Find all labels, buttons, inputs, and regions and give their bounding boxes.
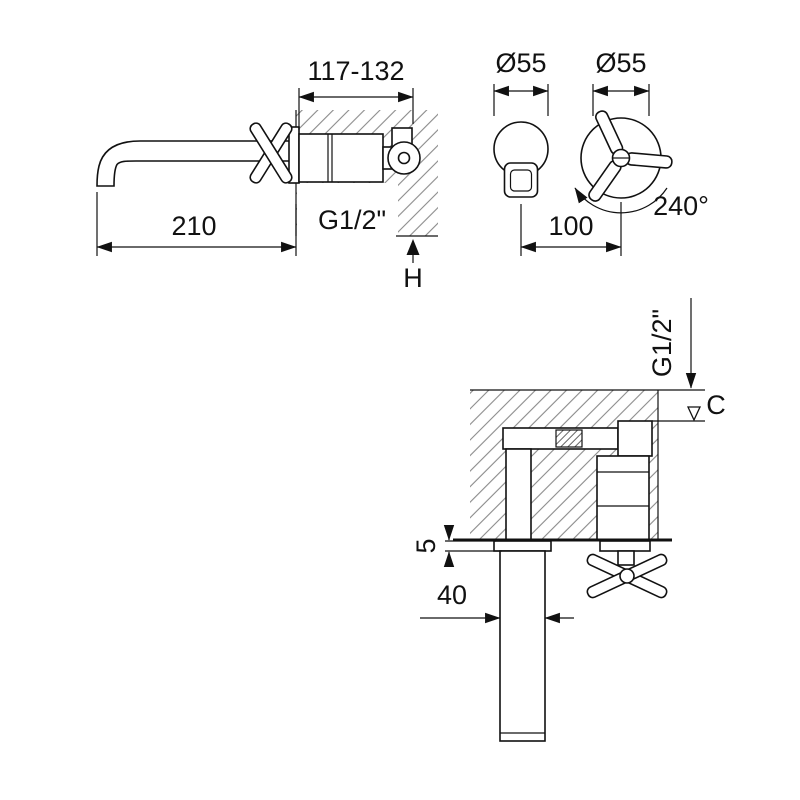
handle-stem-plan — [617, 550, 635, 566]
spout-tip-front — [503, 162, 539, 198]
dim-depth-ref: C — [652, 390, 726, 422]
dim-dia-handle: Ø55 — [592, 48, 650, 116]
front-view: Ø55 Ø55 100 240° — [493, 48, 709, 256]
mixer-body-side — [298, 133, 384, 183]
side-view: 117-132 210 G1/2" H — [96, 56, 438, 293]
dim-spout-reach-label: 210 — [171, 211, 216, 241]
dim-thread-plan: G1/2" — [647, 298, 705, 391]
spout-escutcheon — [493, 540, 552, 552]
cartridge-plan — [596, 455, 650, 541]
rotation-arc — [574, 187, 668, 214]
spout-front — [493, 121, 549, 198]
hatch-clearance — [297, 183, 398, 236]
bar-section-detail — [555, 429, 583, 448]
dim-plate-label: 5 — [411, 538, 441, 553]
dim-body-depth-label: 117-132 — [307, 56, 404, 86]
valve-detail — [397, 151, 411, 165]
spout-channel-plan — [505, 448, 532, 541]
handle-escutcheon — [599, 540, 651, 552]
handle-rotation: 240° — [574, 187, 709, 221]
dim-spout-reach: 210 — [96, 192, 297, 256]
dim-dia-spout: Ø55 — [493, 48, 549, 116]
cross-handle-side — [249, 122, 293, 184]
open-arrow-icon — [686, 406, 702, 422]
dim-tube-width: 40 — [420, 580, 574, 624]
dim-centers: 100 — [520, 202, 622, 256]
dim-plate-thickness: 5 — [411, 525, 502, 567]
depth-ref-label: C — [706, 390, 726, 420]
dim-body-depth: 117-132 — [298, 56, 414, 130]
plan-view: G1/2" C 5 40 — [411, 298, 726, 742]
dim-centers-label: 100 — [548, 211, 593, 241]
dim-tube-width-label: 40 — [437, 580, 467, 610]
dim-dia-spout-label: Ø55 — [495, 48, 546, 78]
handle-hub-plan — [619, 568, 635, 584]
thread-label-plan: G1/2" — [647, 309, 677, 377]
spout-tube-plan — [499, 550, 546, 742]
height-ref-label: H — [403, 263, 423, 293]
inlet-block-plan — [617, 420, 653, 457]
height-ref: H — [403, 239, 423, 293]
thread-label-side: G1/2" — [318, 205, 386, 235]
spout-opening — [509, 169, 533, 192]
handle-front — [580, 110, 673, 202]
spout-side — [96, 140, 300, 187]
up-arrow-icon — [406, 239, 420, 255]
handle-arm — [249, 122, 293, 184]
dim-dia-handle-label: Ø55 — [595, 48, 646, 78]
handle-angle-label: 240° — [653, 191, 709, 221]
